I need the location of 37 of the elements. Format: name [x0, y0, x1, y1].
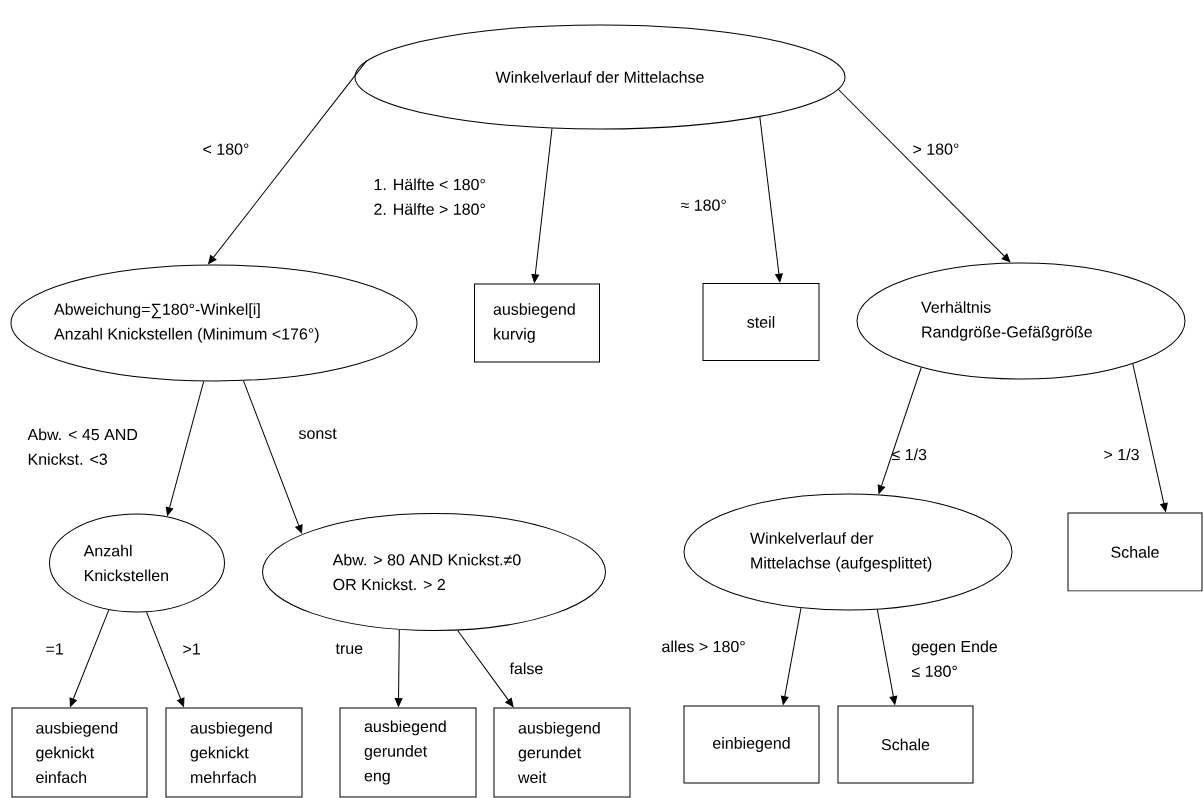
edge-label: ≈ 180° — [680, 199, 726, 211]
edge-label: Abw. < 45 AND Knickst. <3 — [27, 428, 138, 465]
arrow — [780, 607, 802, 705]
result-box: Schale — [837, 705, 974, 784]
arrow — [1132, 363, 1168, 512]
result-box: steil — [702, 283, 820, 361]
arrow — [837, 89, 1011, 263]
arrow — [69, 609, 110, 707]
result-box: ausbiegend gerundet weit — [493, 707, 631, 798]
arrow — [876, 609, 898, 705]
edge-label: gegen Ende ≤ 180° — [912, 640, 998, 677]
arrow — [146, 611, 185, 707]
edge-label: >1 — [183, 643, 200, 655]
edge-label: > 180° — [913, 143, 959, 155]
edge-label: =1 — [46, 643, 63, 655]
result-box: ausbiegend kurvig — [474, 283, 600, 363]
arrow — [243, 380, 303, 534]
edge-label: 1. Hälfte < 180° 2. Hälfte > 180° — [374, 178, 485, 215]
arrow — [457, 629, 514, 707]
result-box: ausbiegend geknickt mehrfach — [165, 707, 303, 798]
result-box: ausbiegend geknickt einfach — [11, 707, 148, 798]
edge-label: false — [509, 662, 543, 675]
edge-label: sonst — [298, 428, 337, 439]
result-box: Schale — [1067, 512, 1203, 592]
arrow — [208, 60, 368, 264]
arrow — [759, 116, 783, 283]
arrow — [394, 629, 403, 707]
result-box: einbiegend — [683, 705, 820, 784]
arrow — [877, 367, 922, 494]
result-box: ausbiegend gerundet eng — [339, 707, 477, 798]
arrow — [165, 380, 205, 516]
edge-label: > 1/3 — [1104, 448, 1139, 461]
edge-label: < 180° — [203, 143, 249, 155]
edge-label: true — [335, 643, 363, 654]
edge-label: ≤ 1/3 — [892, 448, 927, 461]
arrow — [531, 127, 553, 283]
edge-label: alles > 180° — [662, 640, 745, 653]
